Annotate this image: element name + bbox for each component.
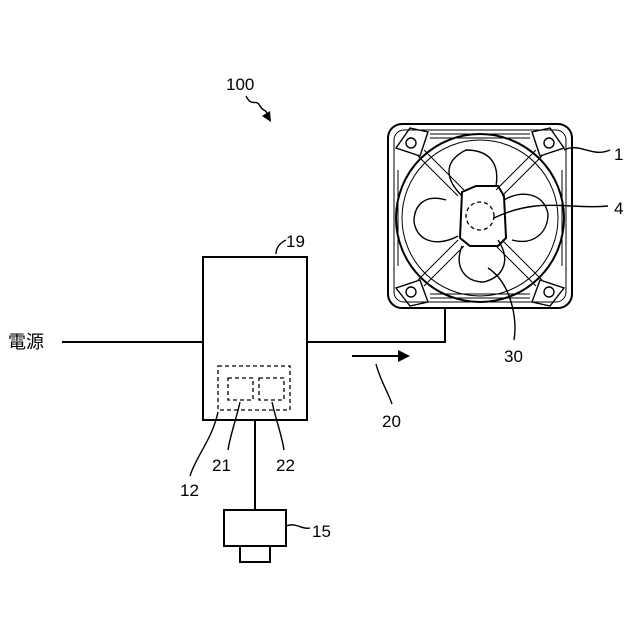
leader-hub (494, 205, 608, 218)
fan-mount-top-left (396, 128, 428, 156)
fan-supply-line (307, 308, 445, 342)
leader-sensor (286, 525, 310, 528)
airflow-arrowhead (398, 350, 410, 362)
label-fan: 1 (614, 145, 623, 164)
leader-system (246, 96, 268, 116)
label-hub: 4 (614, 199, 623, 218)
fan-frame-side-detail (398, 170, 562, 266)
sensor-head (240, 546, 270, 562)
label-power: 電源 (8, 332, 44, 353)
controller-box (203, 257, 307, 420)
fan-unit (388, 124, 572, 308)
leader-component-b (272, 402, 284, 450)
fan-struts (418, 150, 542, 286)
leader-component-a (228, 402, 240, 450)
fan-mount-top-right (532, 128, 564, 156)
label-airflow: 20 (382, 412, 401, 431)
circuit-block (218, 366, 290, 410)
fan-hub-center (466, 202, 494, 230)
sensor-body (224, 510, 286, 546)
label-component-a: 21 (212, 456, 231, 475)
label-blades: 30 (504, 347, 523, 366)
label-sensor: 15 (312, 522, 331, 541)
leader-controller (276, 240, 286, 254)
label-system: 100 (226, 75, 254, 94)
component-a (228, 378, 253, 400)
component-b (259, 378, 284, 400)
label-component-b: 22 (276, 456, 295, 475)
label-circuit: 12 (180, 481, 199, 500)
leader-airflow (376, 364, 392, 404)
leader-fan (564, 148, 610, 153)
label-controller: 19 (286, 232, 305, 251)
